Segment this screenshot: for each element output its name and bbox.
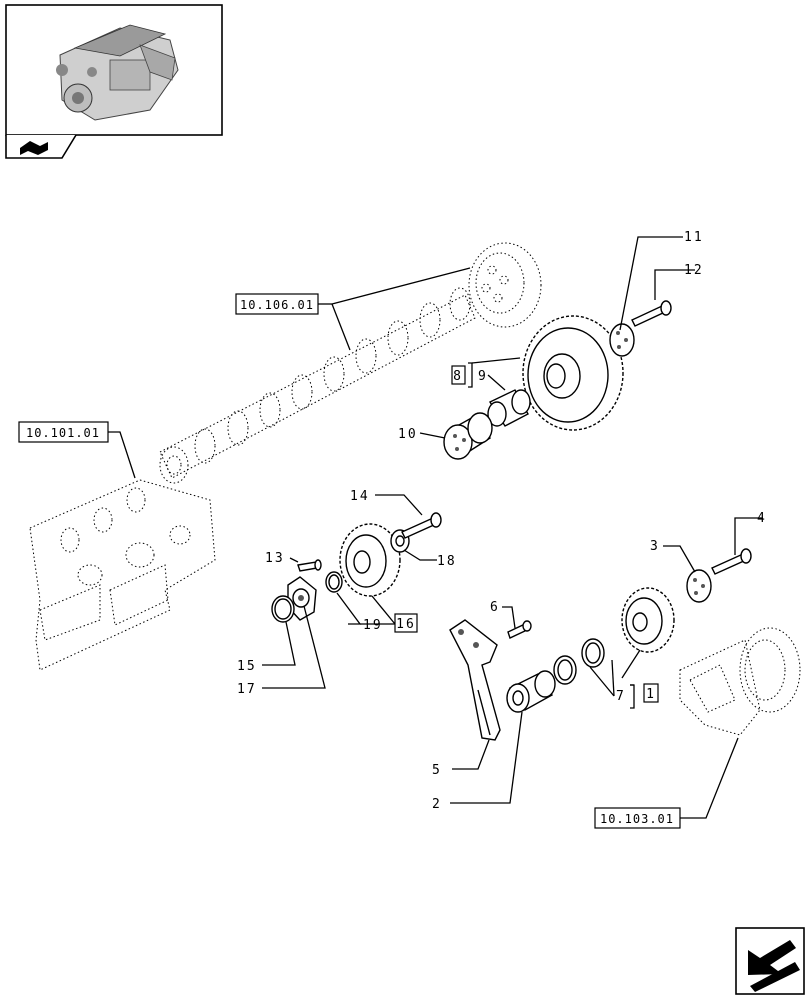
callout-11: 11 [684, 230, 704, 245]
ring [325, 571, 343, 593]
bolt [401, 512, 442, 539]
callout-box-16[interactable]: 16 [394, 613, 418, 633]
callout-17: 17 [237, 682, 257, 697]
ref-box-camshaft[interactable]: 10.106.01 [235, 293, 319, 315]
bolt [631, 300, 672, 327]
engine-thumbnail[interactable] [5, 4, 223, 136]
bushing [487, 389, 531, 427]
callout-7: 7 [616, 689, 626, 704]
timing-gear [522, 315, 624, 431]
callout-box-1[interactable]: 1 [643, 683, 659, 703]
bushing [506, 670, 556, 713]
o-ring [271, 595, 295, 623]
thrust-washer [609, 323, 635, 357]
callout-1: 1 [646, 687, 656, 702]
ref-box-crank[interactable]: 10.103.01 [594, 807, 681, 829]
callout-10: 10 [398, 427, 418, 442]
ref-crank-label: 10.103.01 [600, 812, 674, 826]
ref-head-label: 10.101.01 [26, 426, 100, 440]
idler-gear [339, 523, 401, 597]
ref-box-head[interactable]: 10.101.01 [18, 421, 109, 443]
bolt [507, 620, 532, 639]
crankshaft [679, 627, 801, 736]
callout-9: 9 [478, 369, 488, 384]
cylinder-head [29, 479, 216, 671]
callout-16: 16 [396, 617, 416, 632]
ref-camshaft-label: 10.106.01 [240, 298, 314, 312]
gear-hub [443, 412, 493, 460]
callout-12: 12 [684, 263, 704, 278]
leader-lines [108, 236, 763, 819]
book-tab[interactable] [5, 134, 77, 159]
callout-19: 19 [363, 618, 383, 633]
callout-4: 4 [757, 511, 767, 526]
callout-18: 18 [437, 554, 457, 569]
idler-hub [287, 576, 317, 621]
callout-3: 3 [650, 539, 660, 554]
callout-5: 5 [432, 763, 442, 778]
bolt [711, 548, 752, 575]
next-page-arrow-icon [748, 940, 800, 992]
callout-15: 15 [237, 659, 257, 674]
bolt [297, 559, 322, 572]
callout-6: 6 [490, 600, 500, 615]
book-tab-icon [20, 141, 48, 155]
bearing-rings [553, 638, 605, 685]
callout-box-8[interactable]: 8 [451, 365, 466, 385]
callout-2: 2 [432, 797, 442, 812]
camshaft [159, 287, 476, 484]
callout-14: 14 [350, 489, 370, 504]
engine-thumbnail-icon [56, 24, 179, 121]
idler-arm [449, 619, 501, 741]
washer [686, 569, 712, 603]
crank-gear [621, 587, 675, 653]
callout-8: 8 [453, 369, 463, 384]
next-page-button[interactable] [735, 927, 805, 995]
callout-13: 13 [265, 551, 285, 566]
camshaft-gear [468, 242, 542, 328]
